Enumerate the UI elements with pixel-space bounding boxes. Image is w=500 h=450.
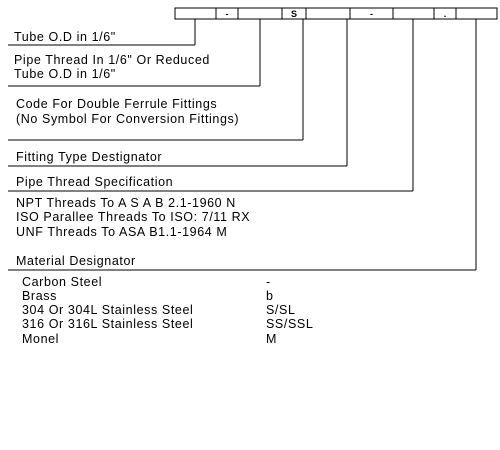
code-box-strip: - S - . <box>174 7 498 20</box>
label-pipe-thread-line2: Tube O.D in 1/6" <box>14 67 116 81</box>
label-material: Material Designator <box>16 254 136 268</box>
label-tube-od: Tube O.D in 1/6" <box>14 30 116 44</box>
material-name: Carbon Steel <box>22 275 102 289</box>
material-code: SS/SSL <box>266 317 313 331</box>
label-double-ferrule-line1: Code For Double Ferrule Fittings <box>16 97 217 111</box>
code-box <box>237 7 283 20</box>
material-code: - <box>266 275 271 289</box>
material-code: b <box>266 289 274 303</box>
material-name: 304 Or 304L Stainless Steel <box>22 303 193 317</box>
label-double-ferrule-line2: (No Symbol For Conversion Fittings) <box>16 112 239 126</box>
material-code: M <box>266 332 277 346</box>
code-box-char: - <box>370 9 373 19</box>
code-box-char: - <box>226 9 229 19</box>
code-box-char: . <box>444 9 447 19</box>
material-name: 316 Or 316L Stainless Steel <box>22 317 193 331</box>
code-box <box>455 7 498 20</box>
material-name: Brass <box>22 289 57 303</box>
thread-spec-item: ISO Parallee Threads To ISO: 7/11 RX <box>16 210 250 224</box>
label-pipe-thread-spec: Pipe Thread Specification <box>16 175 173 189</box>
code-box <box>305 7 351 20</box>
thread-spec-item: NPT Threads To A S A B 2.1-1960 N <box>16 196 236 210</box>
field-labels: Tube O.D in 1/6" Pipe Thread In 1/6" Or … <box>14 30 250 268</box>
label-pipe-thread-line1: Pipe Thread In 1/6" Or Reduced <box>14 53 210 67</box>
code-box <box>174 7 217 20</box>
code-box <box>392 7 435 20</box>
label-fitting-type: Fitting Type Destignator <box>16 150 162 164</box>
leader-lines <box>8 19 477 271</box>
material-table: Carbon Steel - Brass b 304 Or 304L Stain… <box>22 275 313 346</box>
thread-spec-item: UNF Threads To ASA B1.1-1964 M <box>16 225 227 239</box>
material-code: S/SL <box>266 303 296 317</box>
material-name: Monel <box>22 332 59 346</box>
code-box-char: S <box>291 9 297 19</box>
